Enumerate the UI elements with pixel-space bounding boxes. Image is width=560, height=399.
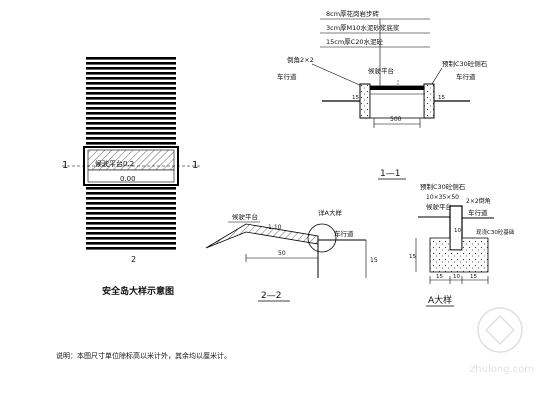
curb-left bbox=[359, 83, 371, 119]
s1-carriageway-right: 车行道 bbox=[456, 72, 476, 81]
island-body bbox=[369, 85, 425, 119]
s2-dim-height: 15 bbox=[370, 257, 378, 264]
crosswalk-stripe bbox=[86, 82, 176, 85]
crosswalk-stripe bbox=[86, 142, 176, 145]
da-curb-size: 10×35×50 bbox=[426, 194, 459, 201]
crosswalk-stripe bbox=[86, 107, 176, 110]
paving-layer bbox=[370, 86, 424, 90]
da-foundation bbox=[429, 237, 489, 273]
s1-carriageway-left: 车行道 bbox=[277, 72, 297, 81]
crosswalk-stripe bbox=[86, 112, 176, 115]
crosswalk-stripe bbox=[86, 62, 176, 65]
watermark-text: zhulong.com bbox=[470, 364, 534, 375]
da-precast-curb-label: 预制C30砼侧石 bbox=[420, 182, 466, 191]
da-chamfer-label: 2×2倒角 bbox=[466, 197, 491, 205]
da-concrete-label: 现浇C30砼基础 bbox=[476, 228, 515, 236]
s2-ramp bbox=[205, 223, 319, 249]
section-1-1: 8cm厚花岗岩步砖 3cm厚M10水泥砂浆底浆 15cm厚C20水泥砼 倒角2×… bbox=[277, 9, 488, 180]
note-text: 说明：本图尺寸单位除标高以米计外，其余均以厘米计。 bbox=[56, 351, 231, 360]
crosswalk-stripe bbox=[86, 207, 176, 210]
crosswalk-stripe bbox=[86, 202, 176, 205]
chamfer-leader bbox=[311, 63, 363, 87]
s1-dim-left: 15 bbox=[352, 95, 359, 101]
watermark: zhulong.com bbox=[470, 307, 534, 375]
plan-waiting-platform-label: 候驶平台0.2 bbox=[95, 159, 134, 168]
crosswalk-stripe bbox=[86, 92, 176, 95]
crosswalk-stripe bbox=[86, 197, 176, 200]
crosswalk-stripe bbox=[86, 222, 176, 225]
s2-dim-length: 50 bbox=[278, 250, 286, 257]
crosswalk-stripe bbox=[86, 237, 176, 240]
crosswalk-stripe bbox=[86, 132, 176, 135]
da-dim-15-right: 15 bbox=[470, 274, 477, 280]
crosswalk-stripe bbox=[86, 97, 176, 100]
crosswalk-stripe bbox=[86, 242, 176, 245]
island-inner bbox=[87, 169, 175, 183]
s1-dim-right: 15 bbox=[438, 95, 445, 101]
crosswalk-stripe bbox=[86, 57, 176, 60]
plan-view: 候驶平台0.2 0.00 1 1 2 安全岛大样示意图 bbox=[62, 57, 200, 297]
crosswalk-stripe bbox=[86, 187, 176, 190]
detail-a: 预制C30砼侧石 10×35×50 2×2倒角 候驶平台 车行道 现浇C30砼基… bbox=[409, 182, 515, 307]
crosswalk-stripe bbox=[86, 122, 176, 125]
crosswalk-stripe bbox=[86, 137, 176, 140]
s2-detail-circle bbox=[307, 223, 337, 253]
s1-waiting-platform-label: 候驶平台 bbox=[368, 66, 394, 75]
da-title: A大样 bbox=[428, 294, 452, 306]
crosswalk-stripe bbox=[86, 117, 176, 120]
s2-slope-label: 1:10 bbox=[268, 224, 282, 231]
section-2-2: 候驶平台 1:10 详A大样 车行道 50 15 2—2 bbox=[205, 208, 378, 302]
curb-chamfer-label: 倒角2×2 bbox=[287, 55, 314, 64]
s2-detail-ref: 详A大样 bbox=[318, 208, 342, 217]
da-dim-10-bottom: 10 bbox=[453, 274, 460, 280]
crosswalk-stripe bbox=[86, 77, 176, 80]
curb-right bbox=[423, 83, 435, 119]
plan-width-dim: 0.00 bbox=[120, 175, 136, 183]
layer-label-3: 15cm厚C20水泥砼 bbox=[326, 37, 383, 46]
s2-title: 2—2 bbox=[261, 291, 281, 301]
crosswalk-stripe bbox=[86, 192, 176, 195]
section-mark-bottom: 2 bbox=[131, 255, 136, 264]
s1-title: 1—1 bbox=[380, 169, 400, 179]
s2-carriageway-label: 车行道 bbox=[334, 229, 354, 238]
da-carriageway-label: 车行道 bbox=[468, 208, 488, 217]
crosswalk-stripe bbox=[86, 72, 176, 75]
da-dim-15-height: 15 bbox=[409, 254, 416, 260]
crosswalk-stripe bbox=[86, 102, 176, 105]
s1-dim-width: 500 bbox=[390, 116, 402, 123]
layer-label-1: 8cm厚花岗岩步砖 bbox=[326, 9, 380, 18]
crosswalk-stripe bbox=[86, 232, 176, 235]
crosswalk-stripe bbox=[86, 217, 176, 220]
layer-label-2: 3cm厚M10水泥砂浆底浆 bbox=[326, 23, 400, 32]
crosswalk-stripe bbox=[86, 87, 176, 90]
section-mark-right: 1 bbox=[192, 160, 198, 171]
section-mark-left: 1 bbox=[62, 160, 68, 171]
da-waiting-platform-label: 候驶平台 bbox=[426, 202, 452, 211]
crosswalk-stripes bbox=[86, 57, 176, 250]
crosswalk-stripe bbox=[86, 247, 176, 250]
s2-waiting-platform-label: 候驶平台 bbox=[232, 212, 258, 221]
watermark-diamond bbox=[484, 314, 516, 346]
crosswalk-stripe bbox=[86, 227, 176, 230]
watermark-logo-icon bbox=[477, 307, 523, 353]
crosswalk-stripe bbox=[86, 67, 176, 70]
da-dim-15-left: 15 bbox=[436, 274, 443, 280]
plan-title: 安全岛大样示意图 bbox=[102, 285, 174, 297]
crosswalk-stripe bbox=[86, 127, 176, 130]
curb-leader bbox=[431, 67, 443, 85]
da-dim-10: 10 bbox=[454, 228, 461, 234]
precast-curb-label: 预制C30砼侧石 bbox=[442, 59, 488, 68]
crosswalk-stripe bbox=[86, 212, 176, 215]
